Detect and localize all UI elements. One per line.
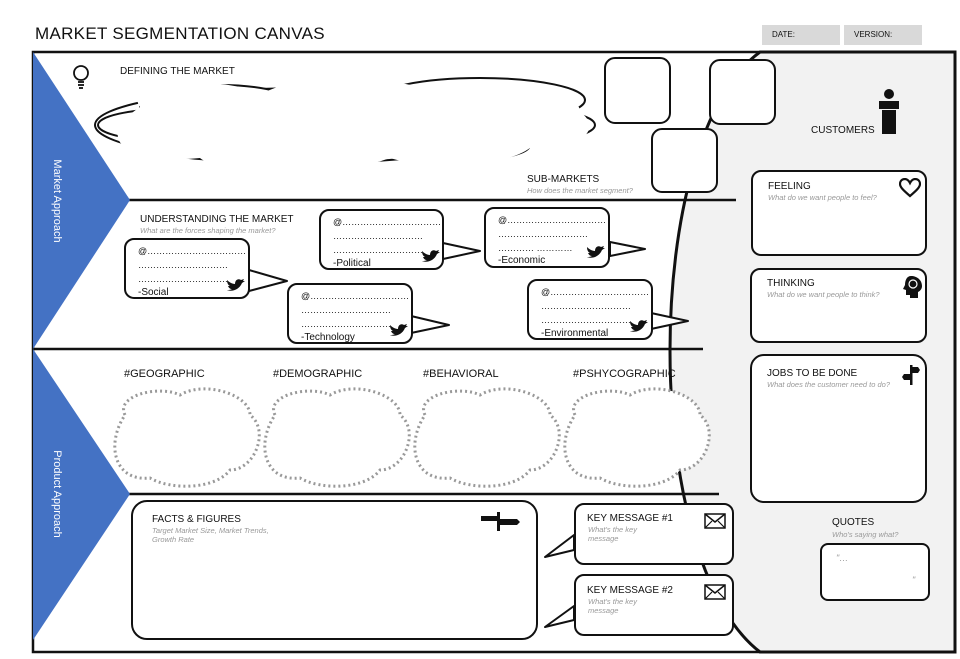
submarkets-subtitle: How does the market segment? (527, 186, 633, 195)
force-handle: @…………………………… (138, 246, 247, 256)
jobs-subtitle: What does the customer need to do? (767, 380, 890, 389)
force-tag: -Economic (498, 255, 546, 266)
force-line: ………………………… (333, 245, 423, 255)
force-bubble-social[interactable]: @…………………………… ………………………… ………………………… -Soci… (124, 238, 250, 299)
facts-title: FACTS & FIGURES (152, 514, 241, 525)
force-line: ………………………… (138, 260, 228, 270)
quote-close-mark: " (912, 575, 916, 585)
key1-title: KEY MESSAGE #1 (587, 513, 673, 524)
facts-subtitle: Target Market Size, Market Trends, Growt… (152, 526, 269, 544)
twitter-icon (587, 246, 605, 258)
twitter-icon (227, 279, 245, 291)
key2-subtitle: What's the key message (588, 597, 637, 615)
segment-behavioral: #BEHAVIORAL (423, 368, 499, 380)
key-message-2-box[interactable]: KEY MESSAGE #2 What's the key message (574, 574, 734, 636)
understanding-market-subtitle: What are the forces shaping the market? (140, 226, 276, 235)
force-line: ………………………… (333, 231, 423, 241)
force-handle: @…………………………… (333, 217, 442, 227)
key2-title: KEY MESSAGE #2 (587, 585, 673, 596)
force-tag: -Technology (301, 332, 355, 343)
signpost-icon (902, 365, 920, 385)
signpost-icon (481, 512, 520, 531)
heart-icon (899, 178, 921, 198)
market-approach-label: Market Approach (51, 159, 63, 243)
brain-icon (903, 276, 922, 298)
force-bubble-political[interactable]: @…………………………… ………………………… ………………………… -Poli… (319, 209, 444, 270)
quotes-subtitle: Who's saying what? (832, 530, 899, 539)
force-tag: -Social (138, 287, 169, 298)
segment-geographic: #GEOGRAPHIC (124, 368, 205, 380)
key1-subtitle: What's the key message (588, 525, 637, 543)
version-field[interactable]: VERSION: (844, 25, 922, 45)
force-tag: -Environmental (541, 328, 609, 339)
feeling-box[interactable]: FEELING What do we want people to feel? (751, 170, 927, 256)
jobs-title: JOBS TO BE DONE (767, 368, 858, 379)
twitter-icon (630, 320, 648, 332)
defining-market-title: DEFINING THE MARKET (120, 66, 235, 77)
envelope-icon (704, 584, 726, 600)
thinking-box[interactable]: THINKING What do we want people to think… (750, 268, 927, 343)
feeling-title: FEELING (768, 181, 811, 192)
force-bubble-economic[interactable]: @…………………………… ………………………… ………… ………… -Econo… (484, 207, 610, 268)
force-line: ………………………… (301, 319, 391, 329)
quotes-title: QUOTES (832, 517, 875, 528)
segment-psychographic: #PSHYCOGRAPHIC (573, 368, 676, 380)
customers-title: CUSTOMERS (811, 125, 875, 136)
envelope-icon (704, 513, 726, 529)
force-line: ………………………… (301, 305, 391, 315)
thinking-subtitle: What do we want people to think? (767, 290, 880, 299)
page-title: MARKET SEGMENTATION CANVAS (35, 24, 325, 43)
feeling-subtitle: What do we want people to feel? (768, 193, 877, 202)
market-approach-band (33, 52, 130, 349)
force-line: ………………………… (138, 274, 228, 284)
product-approach-label: Product Approach (51, 450, 63, 538)
quotes-box[interactable]: "… " (820, 543, 930, 601)
twitter-icon (422, 250, 440, 262)
facts-figures-box[interactable]: FACTS & FIGURES Target Market Size, Mark… (131, 500, 538, 640)
speaker-icon (879, 89, 899, 134)
date-field[interactable]: DATE: (762, 25, 840, 45)
understanding-market-title: UNDERSTANDING THE MARKET (140, 214, 294, 225)
force-line: ………… ………… (498, 243, 573, 253)
key-message-1-box[interactable]: KEY MESSAGE #1 What's the key message (574, 503, 734, 565)
force-handle: @…………………………… (498, 215, 607, 225)
product-approach-band (33, 349, 130, 640)
thinking-title: THINKING (767, 278, 815, 289)
force-line: ………………………… (498, 229, 588, 239)
force-line: ………………………… (541, 301, 631, 311)
force-handle: @…………………………… (301, 291, 410, 301)
segment-demographic: #DEMOGRAPHIC (273, 368, 363, 380)
quote-open-mark: "… (836, 553, 849, 563)
force-bubble-technology[interactable]: @…………………………… ………………………… ………………………… -Tech… (287, 283, 413, 344)
twitter-icon (390, 324, 408, 336)
lightbulb-icon (73, 65, 89, 89)
jobs-to-be-done-box[interactable]: JOBS TO BE DONE What does the customer n… (750, 354, 927, 503)
submarkets-title: SUB-MARKETS (527, 174, 600, 185)
force-bubble-environmental[interactable]: @…………………………… ………………………… ………………………… -Envi… (527, 279, 653, 340)
force-line: ………………………… (541, 315, 631, 325)
force-tag: -Political (333, 258, 371, 269)
force-handle: @…………………………… (541, 287, 650, 297)
